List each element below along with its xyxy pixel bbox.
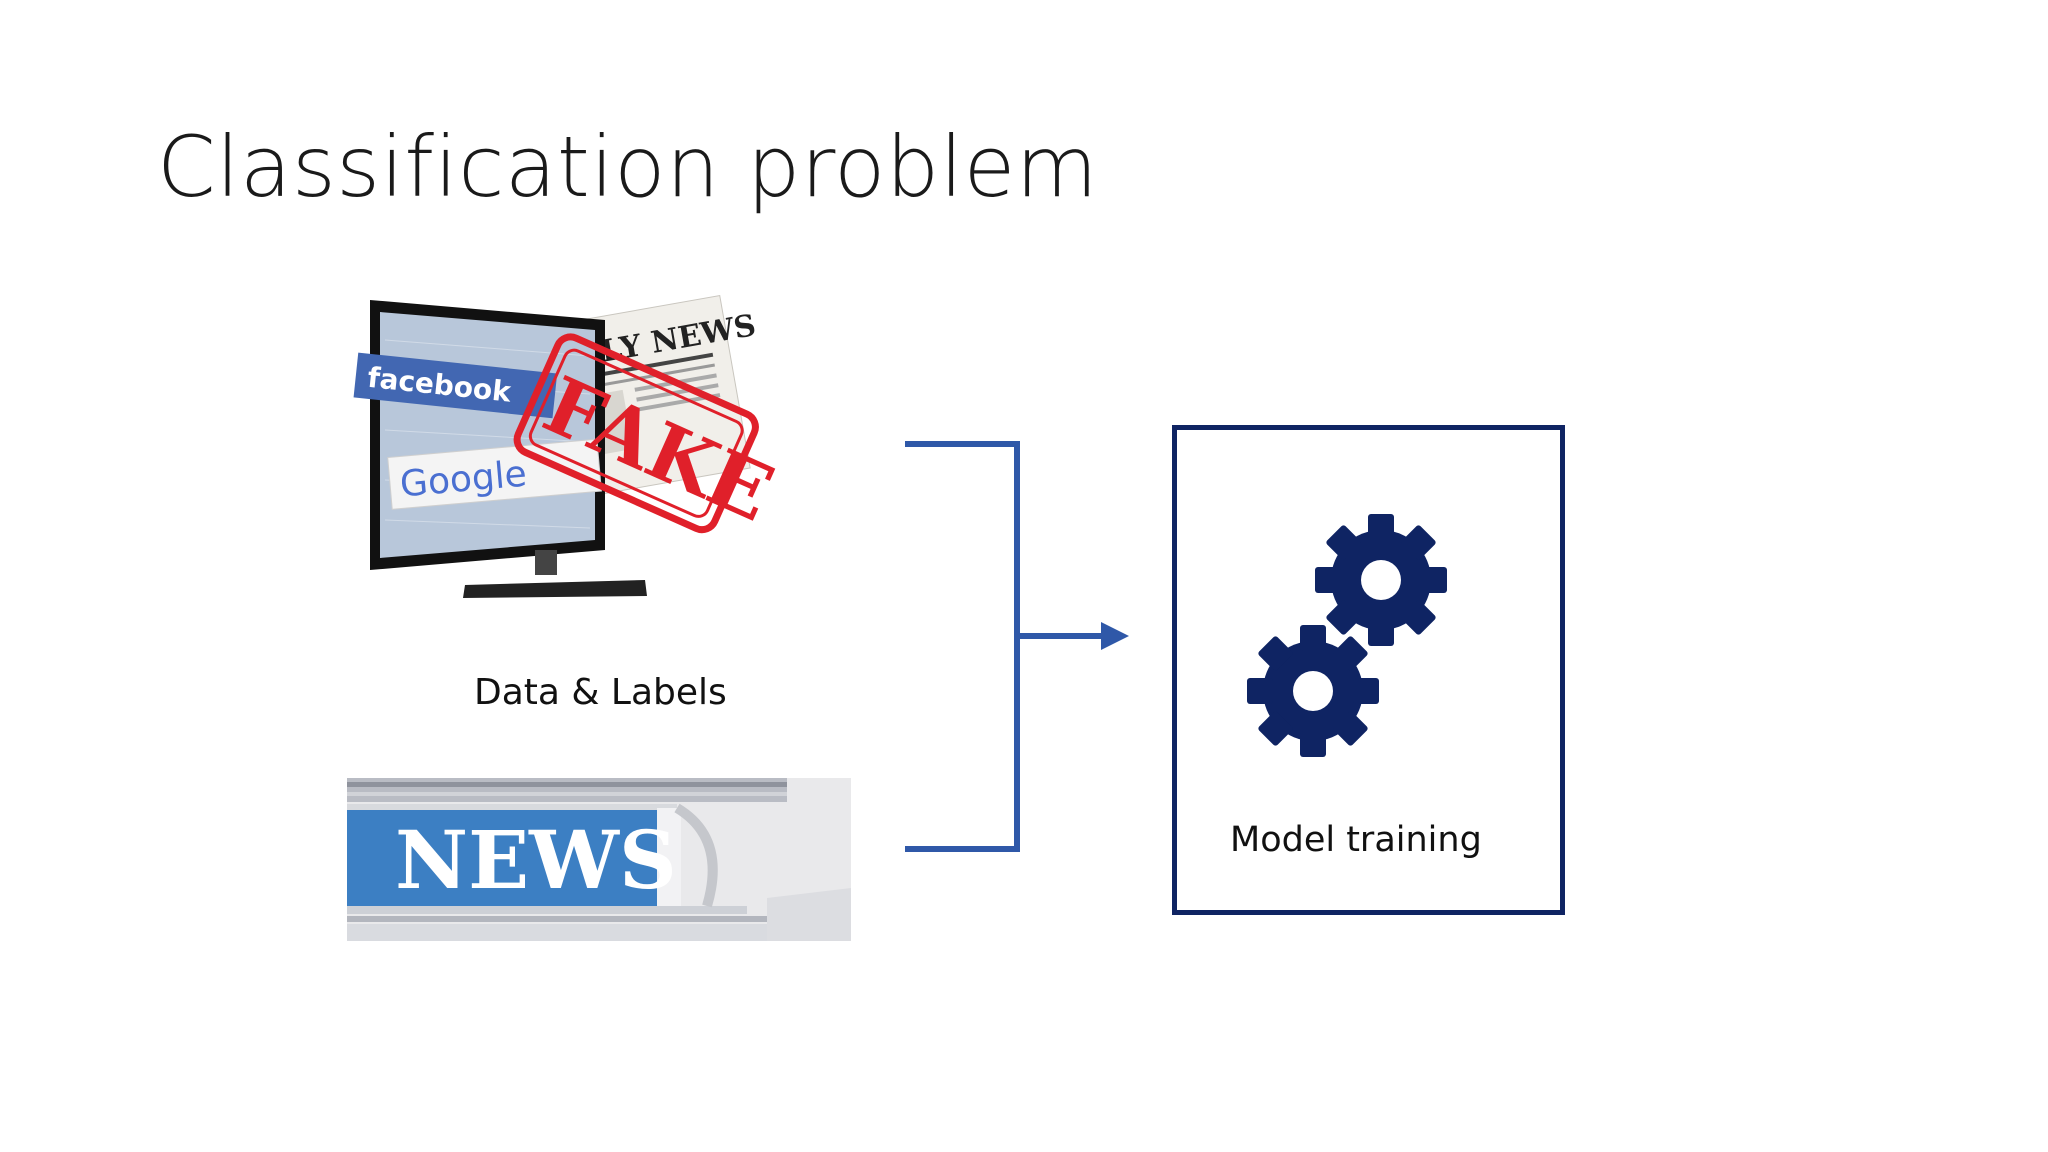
model-training-caption: Model training (1230, 820, 1482, 860)
fake-news-image: DAILY NEWS (345, 280, 795, 610)
news-headline: NEWS (395, 813, 677, 907)
data-labels-caption: Data & Labels (474, 672, 727, 713)
model-training-box (1172, 425, 1565, 915)
slide-title: Classification problem (157, 118, 1099, 216)
arrow-head (1101, 622, 1129, 650)
newspaper-stack-image: NEWS (347, 778, 851, 941)
